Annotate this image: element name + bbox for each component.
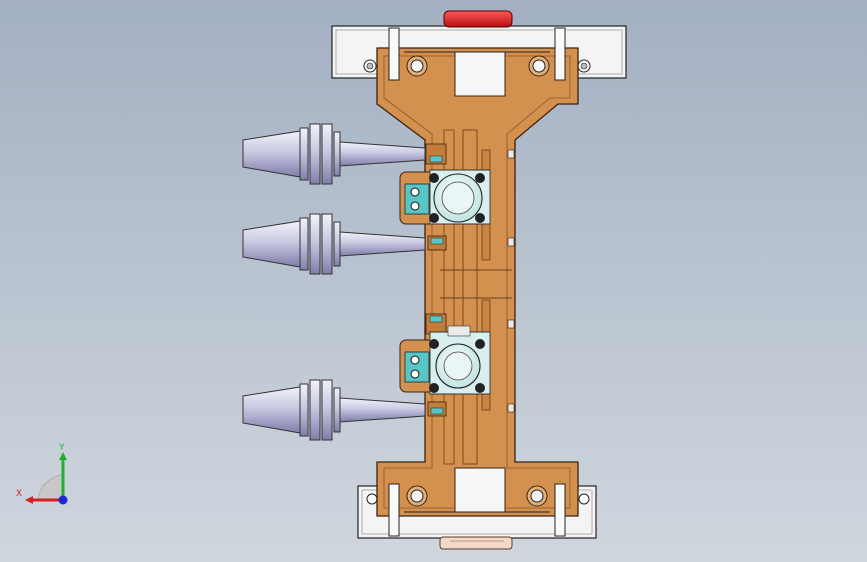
red-cap xyxy=(443,10,513,28)
triad-x-label: X xyxy=(16,489,22,499)
triad-x-arrow xyxy=(25,496,33,504)
triad-z-axis xyxy=(58,495,68,505)
clamp-station-1[interactable] xyxy=(399,143,491,251)
bottom-cylinder xyxy=(439,536,513,550)
tool-holder-1[interactable] xyxy=(242,123,426,185)
triad-y-label: Y xyxy=(58,443,65,453)
coordinate-triad[interactable]: X Y xyxy=(10,438,80,508)
fixture-plate xyxy=(376,47,579,517)
clamp-bars xyxy=(388,27,566,537)
triad-y-arrow xyxy=(59,452,67,460)
tool-holder-2[interactable] xyxy=(242,213,426,275)
plate-bolts xyxy=(406,55,550,507)
clamp-station-2[interactable] xyxy=(399,313,491,417)
tool-holder-3[interactable] xyxy=(242,379,426,441)
triad-xy-plane xyxy=(37,473,64,501)
